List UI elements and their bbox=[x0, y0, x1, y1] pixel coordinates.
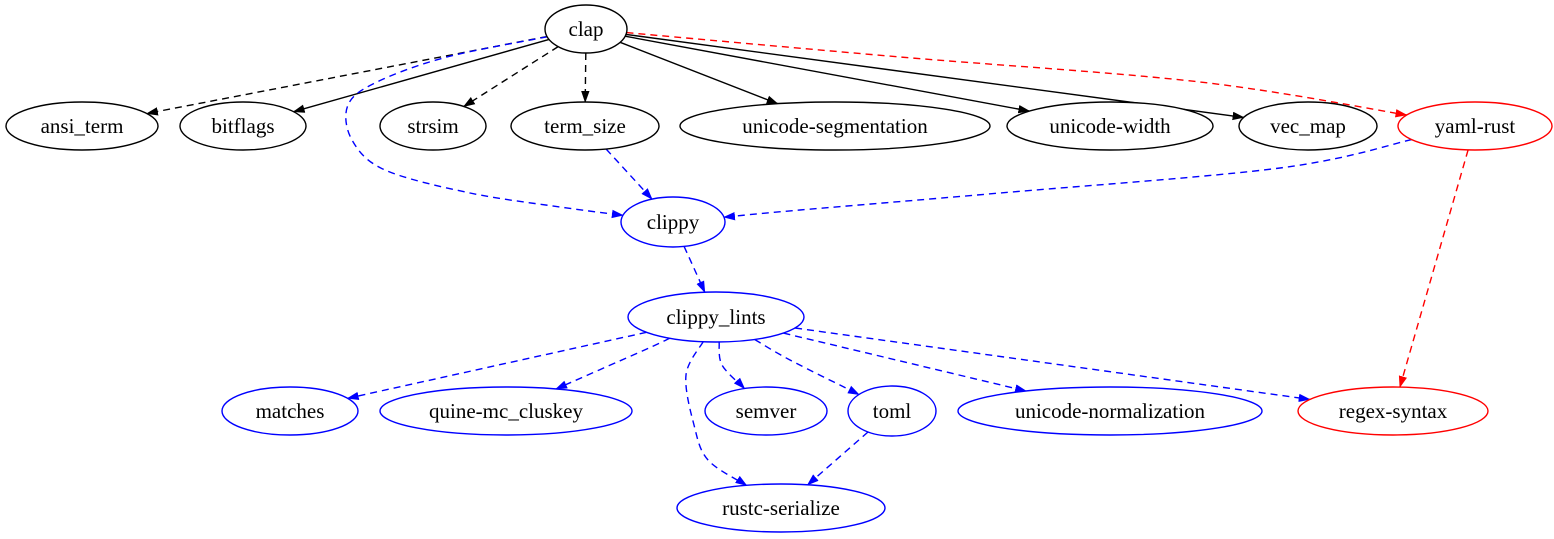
edge-clap-to-term_size bbox=[581, 52, 590, 103]
node-label-toml: toml bbox=[873, 399, 912, 423]
node-label-unicode-normalization: unicode-normalization bbox=[1015, 399, 1206, 423]
node-label-matches: matches bbox=[256, 399, 325, 423]
node-strsim: strsim bbox=[379, 101, 487, 151]
node-clippy_lints: clippy_lints bbox=[627, 291, 805, 343]
edge-clippy_lints-to-quine-mc_cluskey bbox=[555, 337, 671, 390]
node-ansi_term: ansi_term bbox=[5, 101, 159, 151]
edge-toml-to-rustc-serialize bbox=[806, 431, 869, 486]
node-unicode-segmentation: unicode-segmentation bbox=[679, 101, 991, 151]
edge-clap-to-unicode-width bbox=[624, 35, 1031, 114]
node-yaml-rust: yaml-rust bbox=[1397, 101, 1553, 151]
node-matches: matches bbox=[221, 386, 359, 436]
edge-clippy_lints-to-semver bbox=[718, 341, 746, 390]
node-ellipse-unicode-width bbox=[1006, 101, 1214, 151]
edge-clippy-to-clippy_lints bbox=[683, 246, 706, 294]
edge-clippy_lints-to-toml bbox=[754, 338, 860, 396]
edge-clippy_lints-to-rustc-serialize bbox=[685, 341, 748, 486]
node-label-clippy: clippy bbox=[647, 210, 700, 234]
node-ellipse-unicode-segmentation bbox=[679, 101, 991, 151]
node-label-term_size: term_size bbox=[544, 114, 626, 138]
node-ellipse-quine-mc_cluskey bbox=[379, 386, 633, 436]
node-label-vec_map: vec_map bbox=[1270, 114, 1346, 138]
node-label-regex-syntax: regex-syntax bbox=[1339, 399, 1448, 423]
node-ellipse-vec_map bbox=[1238, 101, 1378, 151]
edge-clippy_lints-to-matches bbox=[346, 331, 647, 401]
node-semver: semver bbox=[704, 386, 828, 436]
node-label-bitflags: bitflags bbox=[212, 114, 275, 138]
node-label-semver: semver bbox=[736, 399, 797, 423]
edge-yaml-rust-to-clippy bbox=[723, 138, 1412, 221]
edge-clippy_lints-to-unicode-normalization bbox=[783, 332, 1028, 393]
node-toml: toml bbox=[847, 385, 937, 437]
node-clap: clap bbox=[544, 4, 628, 54]
node-label-clippy_lints: clippy_lints bbox=[666, 305, 765, 329]
node-ellipse-clippy_lints bbox=[627, 291, 805, 343]
node-unicode-normalization: unicode-normalization bbox=[957, 386, 1263, 436]
edge-clap-to-unicode-segmentation bbox=[619, 41, 779, 105]
node-ellipse-rustc-serialize bbox=[676, 483, 886, 533]
edge-clap-to-bitflags bbox=[292, 38, 550, 113]
node-label-yaml-rust: yaml-rust bbox=[1435, 114, 1516, 138]
node-ellipse-semver bbox=[704, 386, 828, 436]
node-label-quine-mc_cluskey: quine-mc_cluskey bbox=[429, 399, 583, 423]
node-label-unicode-segmentation: unicode-segmentation bbox=[742, 114, 928, 138]
node-clippy: clippy bbox=[620, 196, 726, 248]
node-regex-syntax: regex-syntax bbox=[1297, 386, 1489, 436]
node-quine-mc_cluskey: quine-mc_cluskey bbox=[379, 386, 633, 436]
node-ellipse-unicode-normalization bbox=[957, 386, 1263, 436]
node-bitflags: bitflags bbox=[179, 101, 307, 151]
node-ellipse-matches bbox=[221, 386, 359, 436]
node-ellipse-yaml-rust bbox=[1397, 101, 1553, 151]
node-vec_map: vec_map bbox=[1238, 101, 1378, 151]
edge-yaml-rust-to-regex-syntax bbox=[1398, 149, 1469, 389]
node-term_size: term_size bbox=[510, 101, 660, 151]
node-ellipse-clap bbox=[544, 4, 628, 54]
node-ellipse-term_size bbox=[510, 101, 660, 151]
node-label-rustc-serialize: rustc-serialize bbox=[722, 496, 840, 520]
edge-clap-to-strsim bbox=[462, 46, 559, 108]
edge-clippy_lints-to-regex-syntax bbox=[795, 327, 1311, 403]
node-ellipse-clippy bbox=[620, 196, 726, 248]
node-ellipse-ansi_term bbox=[5, 101, 159, 151]
node-ellipse-toml bbox=[847, 385, 937, 437]
node-ellipse-strsim bbox=[379, 101, 487, 151]
edge-clap-to-clippy bbox=[345, 36, 624, 219]
node-ellipse-bitflags bbox=[179, 101, 307, 151]
edge-clap-to-ansi_term bbox=[145, 35, 548, 116]
edge-term_size-to-clippy bbox=[605, 148, 653, 200]
node-ellipse-regex-syntax bbox=[1297, 386, 1489, 436]
node-rustc-serialize: rustc-serialize bbox=[676, 483, 886, 533]
node-label-clap: clap bbox=[569, 17, 604, 41]
node-label-strsim: strsim bbox=[407, 114, 458, 138]
edge-clap-to-yaml-rust bbox=[626, 31, 1408, 118]
node-unicode-width: unicode-width bbox=[1006, 101, 1214, 151]
node-label-ansi_term: ansi_term bbox=[41, 114, 124, 138]
node-label-unicode-width: unicode-width bbox=[1049, 114, 1171, 138]
